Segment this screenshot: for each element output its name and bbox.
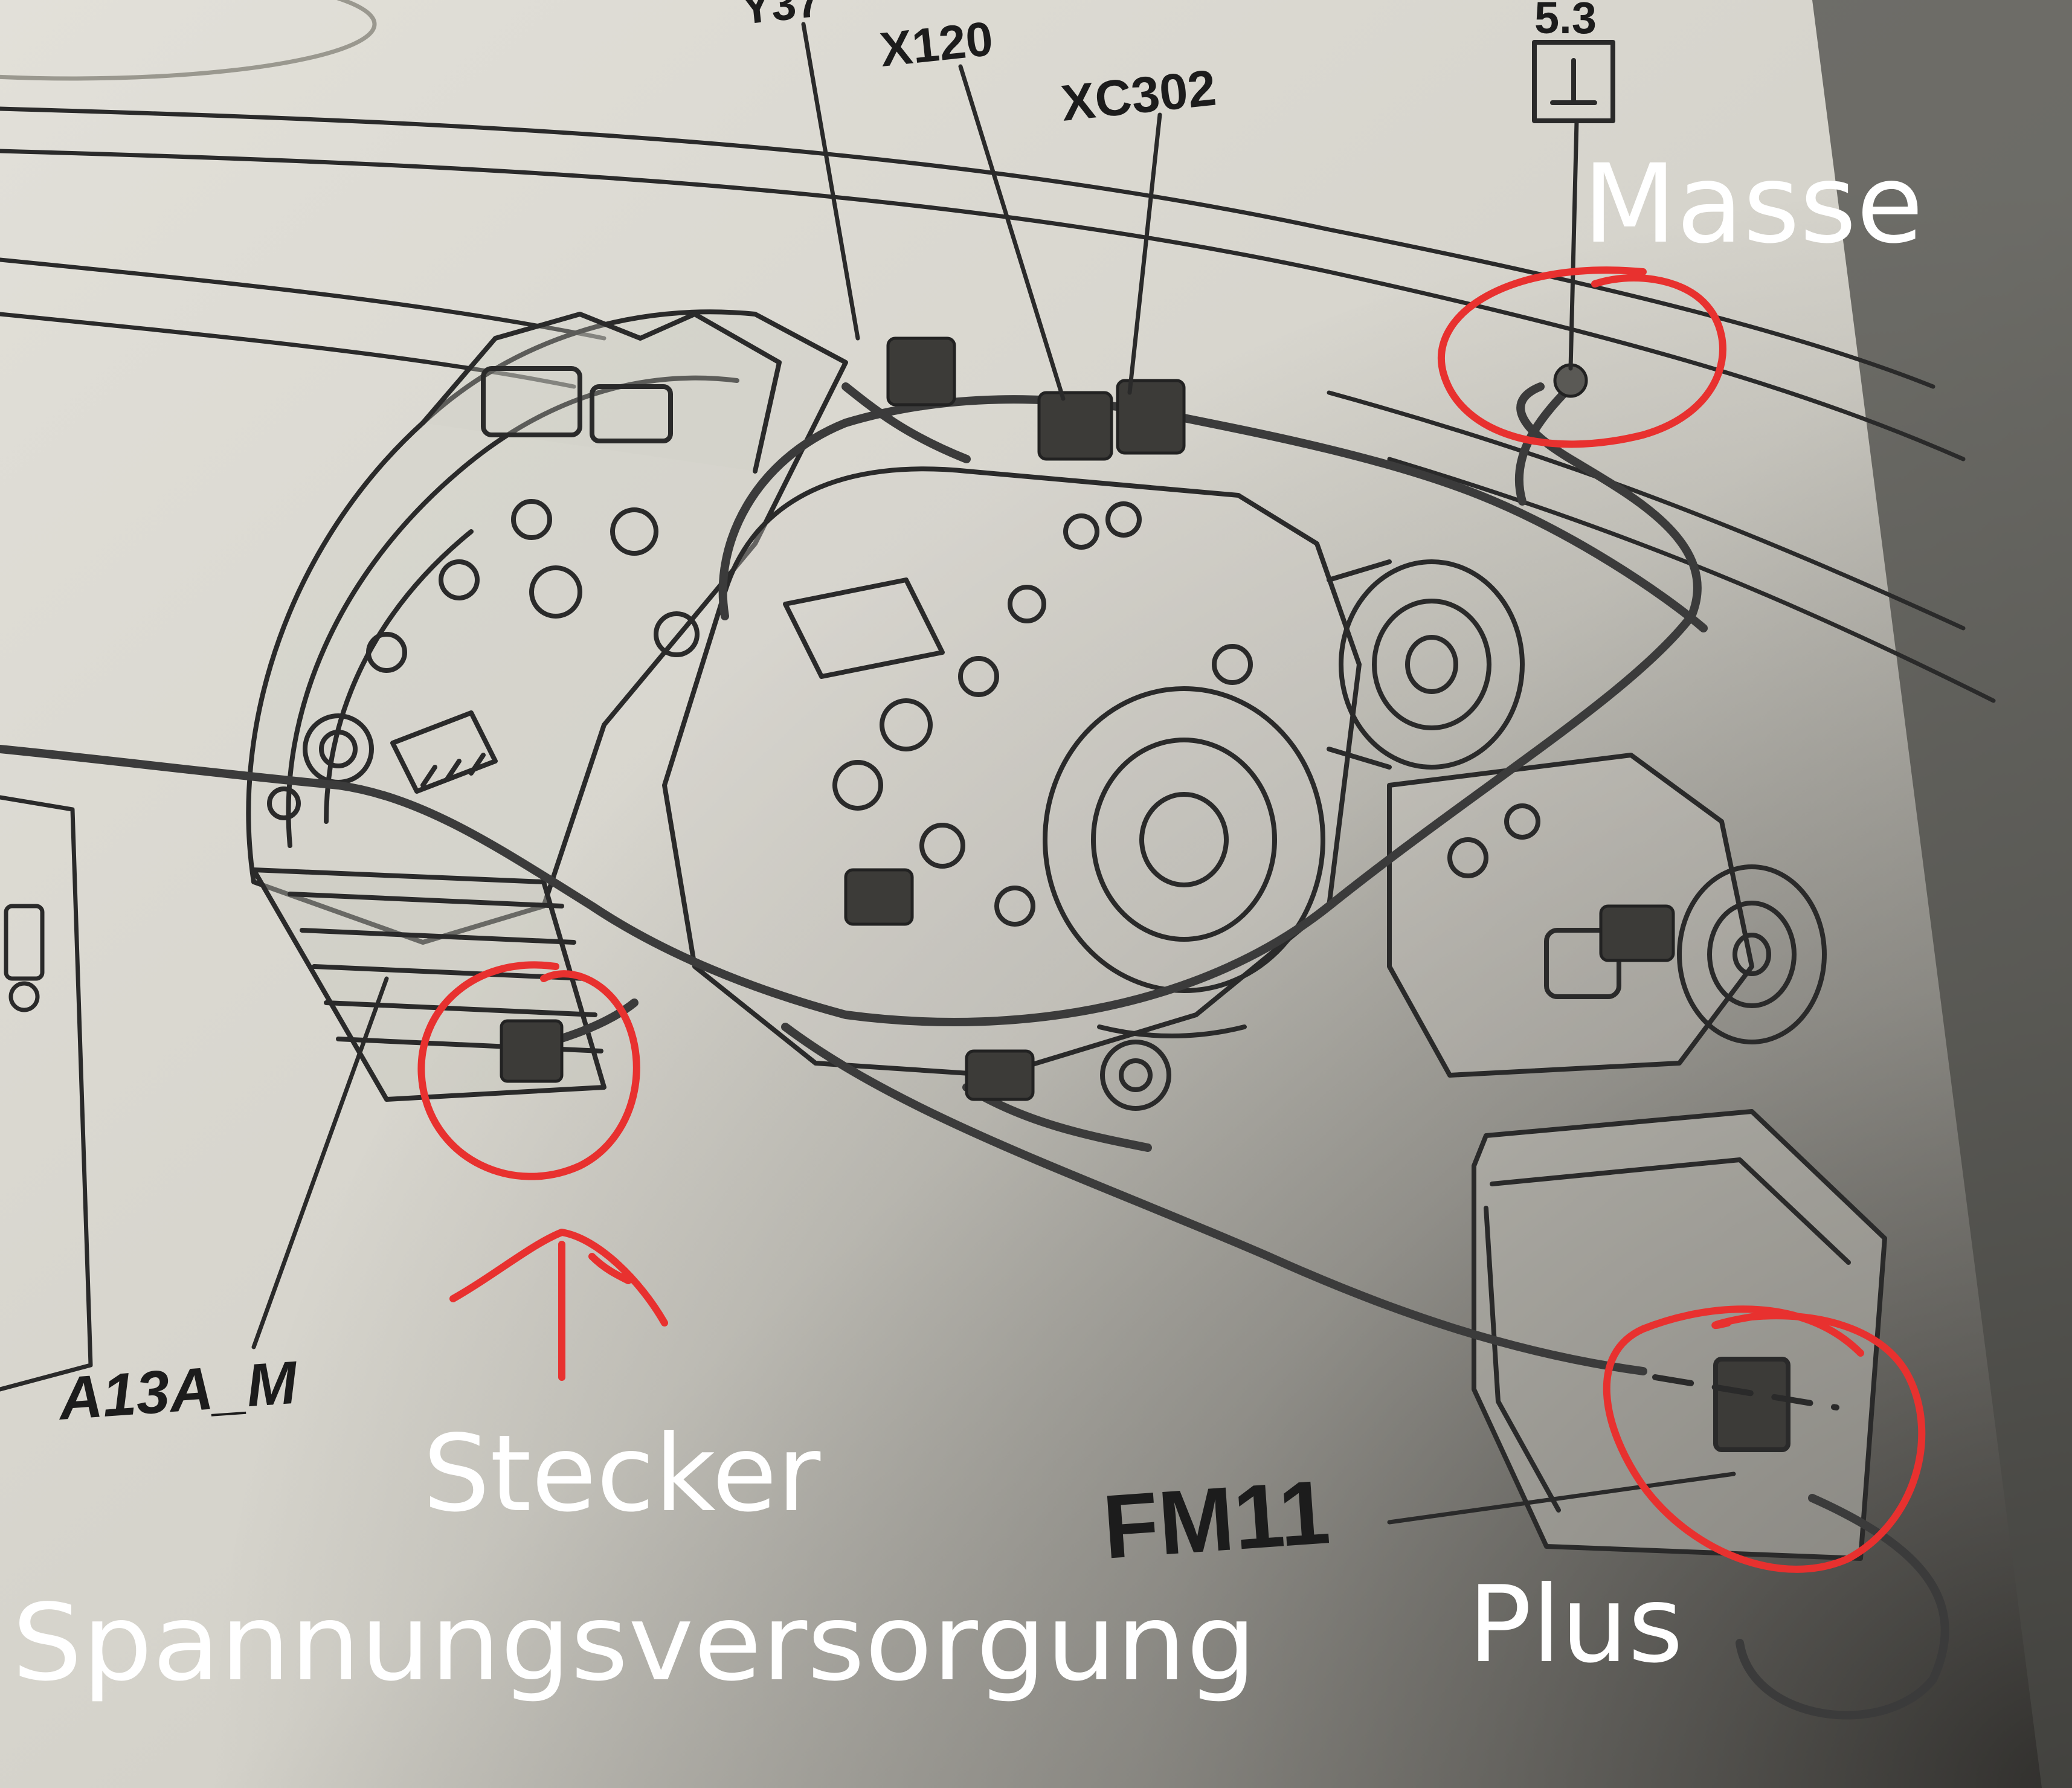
callout-ref-5-3: 5.3	[1534, 0, 1597, 43]
red-markings	[417, 266, 1926, 1573]
cable-x120	[841, 382, 971, 463]
callout-a13a-m: A13A_M	[55, 1349, 301, 1433]
x120-connector	[1037, 391, 1113, 461]
annotation-spannungsversorgung: Spannungsversorgung	[12, 1582, 1256, 1705]
plus-circle	[1603, 1305, 1926, 1573]
annotation-stecker: Stecker	[423, 1413, 820, 1536]
left-inset-panel	[0, 795, 93, 1392]
stecker-connector	[500, 1019, 564, 1083]
stecker-circle	[417, 961, 640, 1180]
ground-icon	[1532, 40, 1615, 123]
harness-connectors	[500, 336, 1675, 1101]
transfer-case	[662, 466, 1827, 1111]
body-outline	[0, 0, 1996, 703]
cable-left-loop	[0, 382, 1702, 1026]
fm11-connector	[1713, 1357, 1790, 1452]
xc302-connector	[1116, 379, 1186, 455]
annotation-plus: Plus	[1468, 1564, 1683, 1687]
transmission-housing	[246, 309, 848, 1102]
callout-fm11: FM11	[1100, 1461, 1333, 1578]
cable-to-fm11	[781, 1023, 1647, 1375]
y37-connector	[886, 336, 956, 407]
cable-fm11-exit	[1736, 1494, 1949, 1720]
stecker-arrow	[449, 1229, 668, 1381]
leader-lines	[251, 22, 1736, 1525]
fm11-control-unit	[1472, 1109, 1887, 1561]
table-edge	[1812, 0, 2072, 1788]
masse-circle	[1437, 266, 1726, 448]
callout-x120: X120	[877, 11, 995, 77]
annotation-masse: Masse	[1583, 141, 1923, 268]
